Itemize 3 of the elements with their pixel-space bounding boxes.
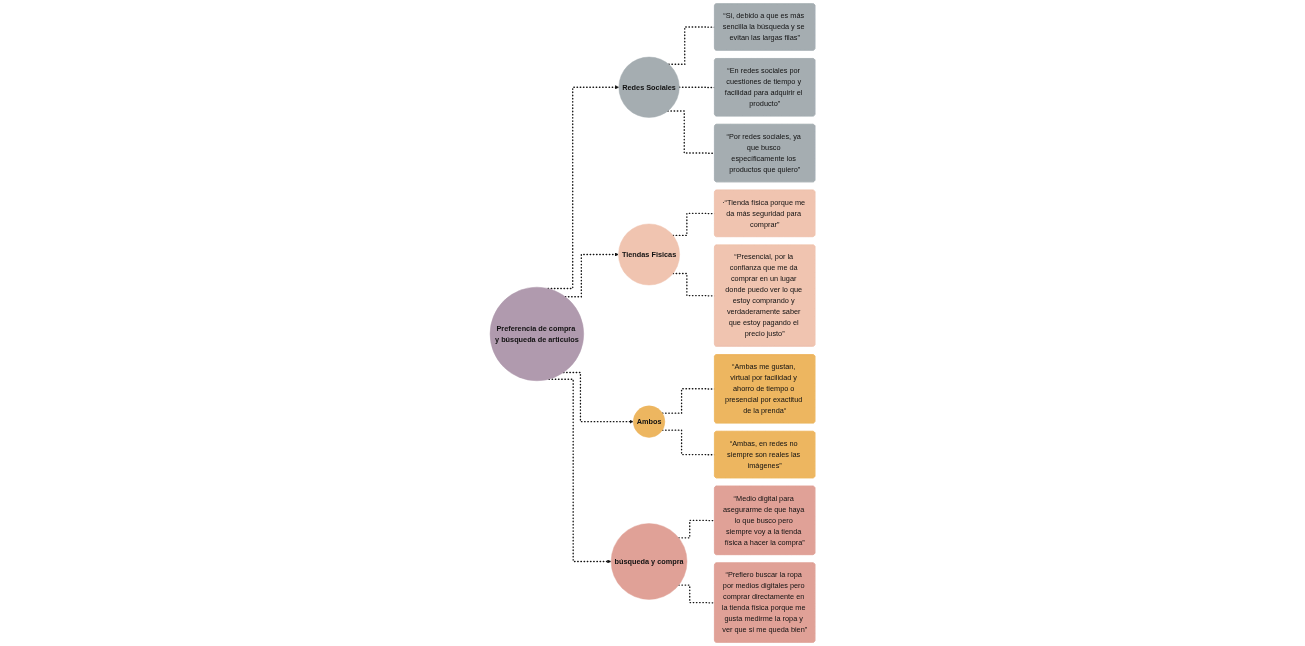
connector bbox=[678, 519, 716, 539]
connector bbox=[667, 110, 716, 154]
connector bbox=[678, 584, 716, 604]
